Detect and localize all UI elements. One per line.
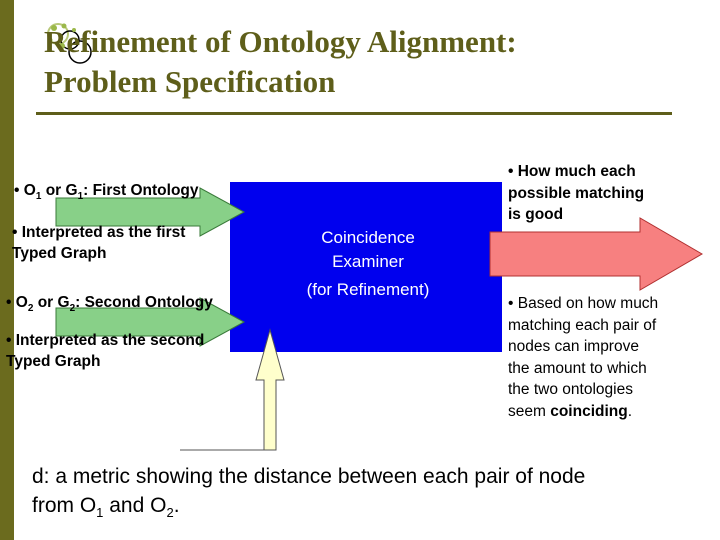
first-ontology-label: • O1 or G1: First Ontology [14, 182, 199, 203]
metric-definition: d: a metric showing the distance between… [32, 465, 586, 521]
matching-quality-label: • How much each possible matching is goo… [508, 163, 645, 223]
slide-title-line-1: Refinement of Ontology Alignment: [44, 24, 517, 59]
bullet-ornament-icon [47, 23, 92, 64]
box-label-line-2: Examiner [332, 252, 404, 271]
up-arrow [255, 328, 285, 451]
improvement-description: • Based on how much matching each pair o… [508, 295, 659, 420]
input-arrow-1 [55, 187, 246, 237]
second-typed-graph-label: • Interpreted as the second Typed Graph [6, 332, 205, 370]
second-ontology-label: • O2 or G2: Second Ontology [6, 294, 213, 315]
box-label-line-3: (for Refinement) [306, 280, 430, 299]
title-underline [36, 112, 672, 115]
slide-title: Refinement of Ontology Alignment: Proble… [44, 22, 517, 102]
first-typed-graph-label: • Interpreted as the first Typed Graph [12, 224, 186, 262]
box-label-line-1: Coincidence [321, 228, 415, 247]
input-arrow-2 [55, 297, 246, 347]
coincidence-examiner-box [230, 182, 502, 352]
box-label: Coincidence Examiner (for Refinement) [268, 226, 468, 302]
slide-title-line-2: Problem Specification [44, 64, 336, 99]
output-arrow [489, 217, 703, 291]
slide-sidebar-stripe [0, 0, 14, 540]
